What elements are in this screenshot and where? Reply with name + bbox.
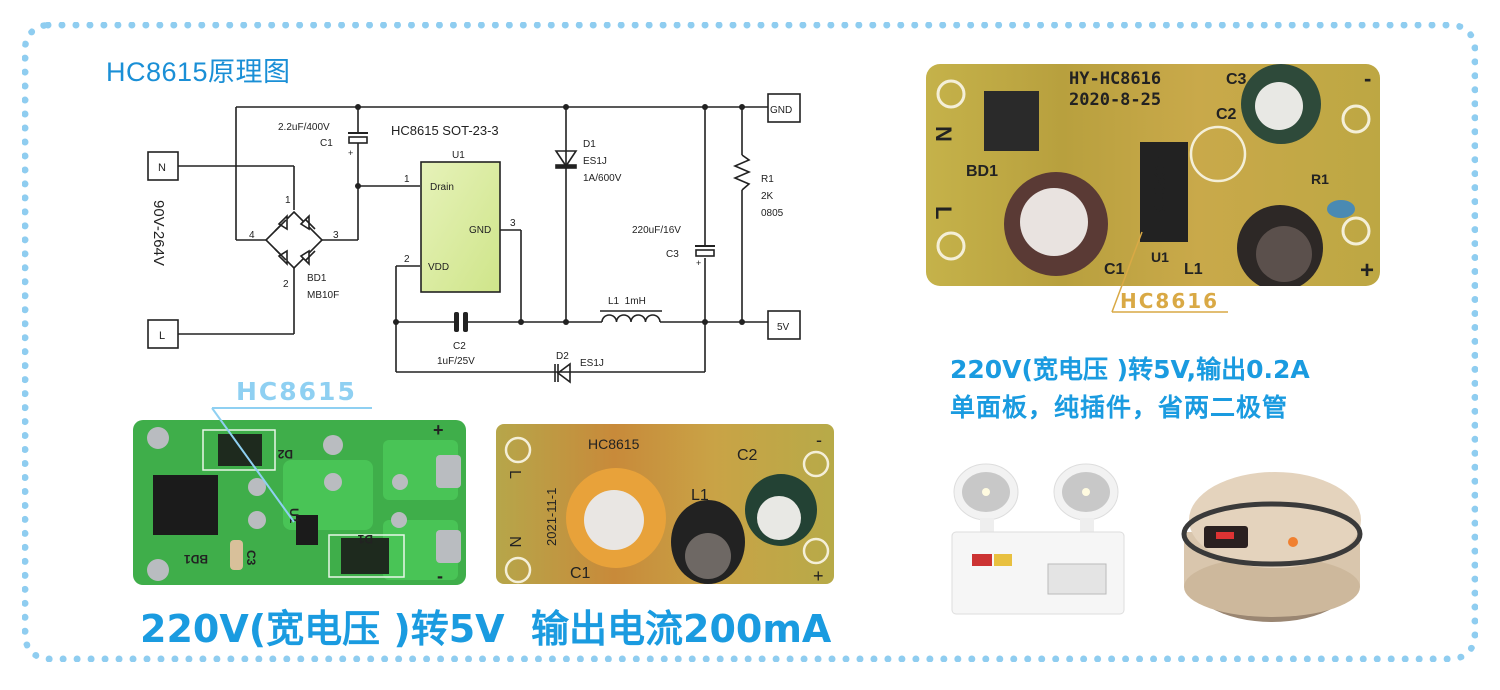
hc8616-silk-model: HY-HC8616 [1069, 69, 1161, 89]
terminal-n [147, 151, 179, 181]
page-title: HC8615原理图 [106, 57, 291, 87]
board-hc8615-tht-photo: HC8615 2021-11-1 C1 L1 C2 L N + - [496, 424, 834, 584]
board-hc8615-tht-labels-2-text: C2 [737, 447, 758, 464]
board-hc8616-labels-10-text: - [1364, 66, 1371, 91]
board-hc8615-tht-labels-6-text: - [816, 430, 822, 450]
board-hc8616-labels-8-text: L [931, 206, 956, 219]
hc8616-silk-date: 2020-8-25 [1069, 90, 1161, 110]
c1-value: 2.2uF/400V [278, 122, 330, 133]
board-hc8615-smd-labels-7-text: - [437, 566, 443, 585]
board-hc8615-smd-labels-0-text: D2 [277, 447, 293, 461]
board-hc8615-tht-labels-5-text: + [813, 566, 824, 584]
d1-diode-symbol [554, 150, 578, 169]
c1-capacitor-symbol [348, 132, 368, 150]
c2-ref: C2 [453, 341, 466, 352]
board-hc8616-labels-3-text: C3 [1226, 71, 1247, 88]
board-hc8616-photo: HY-HC8616 2020-8-25 BD1 C1 C2 C3 U1 L1 R… [926, 64, 1380, 286]
r1-package: 0805 [761, 208, 784, 219]
terminal-n-label: N [158, 162, 166, 174]
ic-u1-body [420, 161, 501, 293]
board-hc8616-labels-2-text: C2 [1216, 106, 1237, 123]
board-hc8616-labels-5-text: L1 [1184, 261, 1203, 278]
schematic-ic-pin1-text: 1 [404, 174, 410, 185]
bd1-ref: BD1 [307, 273, 327, 284]
hc8616-caption-line1: 220V(宽电压 )转5V,输出0.2A [950, 355, 1310, 384]
hc8616-chip-marking: HC8616 [1150, 154, 1167, 213]
dotted-frame [22, 22, 1478, 662]
terminal-l-label: L [159, 330, 165, 342]
r1-ref: R1 [761, 174, 774, 185]
d1-part: ES1J [583, 156, 607, 167]
c3-value: 220uF/16V [632, 225, 681, 236]
schematic-bridge-pins-1-text: 2 [283, 279, 289, 290]
hc8615-silk-model: HC8615 [588, 436, 640, 452]
schematic-ic-pin-vdd-text: VDD [428, 262, 449, 273]
schematic-ic-pin3-text: 3 [510, 218, 516, 229]
schematic-ic-pin-drain-text: Drain [430, 182, 454, 193]
hc8616-callout-label: HC8616 [1120, 289, 1220, 313]
board-hc8615-smd-labels-3-text: BD1 [184, 552, 208, 566]
bottom-caption: 220V(宽电压 )转5V 输出电流200mA [140, 607, 832, 651]
d2-ref: D2 [556, 351, 569, 362]
terminal-l [147, 319, 179, 349]
d1-ref: D1 [583, 139, 596, 150]
terminal-gnd-label: GND [770, 105, 792, 116]
board-hc8615-smd-labels-1-text: U1 [287, 508, 301, 524]
board-hc8615-tht-labels-3-text: L [506, 470, 523, 479]
board-hc8615-smd-labels-4-text: C3 [244, 550, 258, 566]
schematic-bridge-pins-0-text: 1 [285, 195, 291, 206]
c1-ref: C1 [320, 138, 333, 149]
board-hc8615-tht-labels-4-text: N [506, 536, 523, 548]
schematic-c1-polarity-text: + [348, 148, 353, 158]
board-hc8616-labels-9-text: + [1360, 257, 1374, 284]
c3-capacitor-symbol [695, 245, 715, 257]
board-hc8616-labels-4-text: U1 [1151, 249, 1169, 265]
input-voltage-label: 90V-264V [150, 200, 167, 266]
board-hc8615-tht-labels-0-text: C1 [570, 565, 591, 582]
d2-part: ES1J [580, 358, 604, 369]
hc8616-caption-line2: 单面板，纯插件，省两二极管 [950, 393, 1289, 422]
d2-diode-symbol [554, 362, 571, 384]
r1-value: 2K [761, 191, 774, 202]
schematic-diagram: N L 90V-264V 1 2 3 4 BD1 MB10F 2.2uF/400… [147, 93, 801, 384]
board-hc8615-tht-labels-1-text: L1 [691, 487, 709, 504]
emergency-light-photo [948, 462, 1128, 617]
hc8616-callout-line [1111, 231, 1228, 313]
terminal-5v [767, 310, 801, 340]
board-hc8616-labels-0-text: BD1 [966, 163, 998, 180]
ic-title: HC8615 SOT-23-3 [391, 123, 499, 138]
schematic-bridge-pins-2-text: 3 [333, 230, 339, 241]
schematic-bridge-pins-3-text: 4 [249, 230, 255, 241]
ic-ref: U1 [452, 150, 465, 161]
c2-capacitor-symbol [454, 312, 468, 332]
c3-ref: C3 [666, 249, 679, 260]
hc8615-callout-line [211, 407, 372, 523]
board-hc8615-smd-labels-6-text: + [433, 420, 444, 440]
hc8615-silk-date: 2021-11-1 [544, 488, 559, 546]
bridge-rectifier-symbol [264, 210, 324, 270]
board-hc8616-labels-6-text: R1 [1311, 171, 1329, 187]
l1-label: L1 1mH [608, 296, 646, 307]
schematic-c3-polarity-text: + [696, 258, 701, 268]
terminal-5v-label: 5V [777, 322, 790, 333]
c2-value: 1uF/25V [437, 356, 475, 367]
board-hc8615-smd-labels-2-text: D1 [357, 532, 373, 546]
bd1-part: MB10F [307, 290, 339, 301]
board-hc8616-labels-7-text: N [931, 126, 956, 142]
schematic-ic-pin2-text: 2 [404, 254, 410, 265]
rice-cooker-photo [1180, 462, 1370, 627]
board-hc8616-labels-1-text: C1 [1104, 261, 1125, 278]
d1-rating: 1A/600V [583, 173, 622, 184]
schematic-ic-pin-gnd-text: GND [469, 225, 491, 236]
terminal-gnd [767, 93, 801, 123]
board-hc8615-smd-photo: D2 U1 D1 BD1 C3 + - [133, 420, 466, 585]
hc8615-callout-label: HC8615 [236, 377, 357, 406]
